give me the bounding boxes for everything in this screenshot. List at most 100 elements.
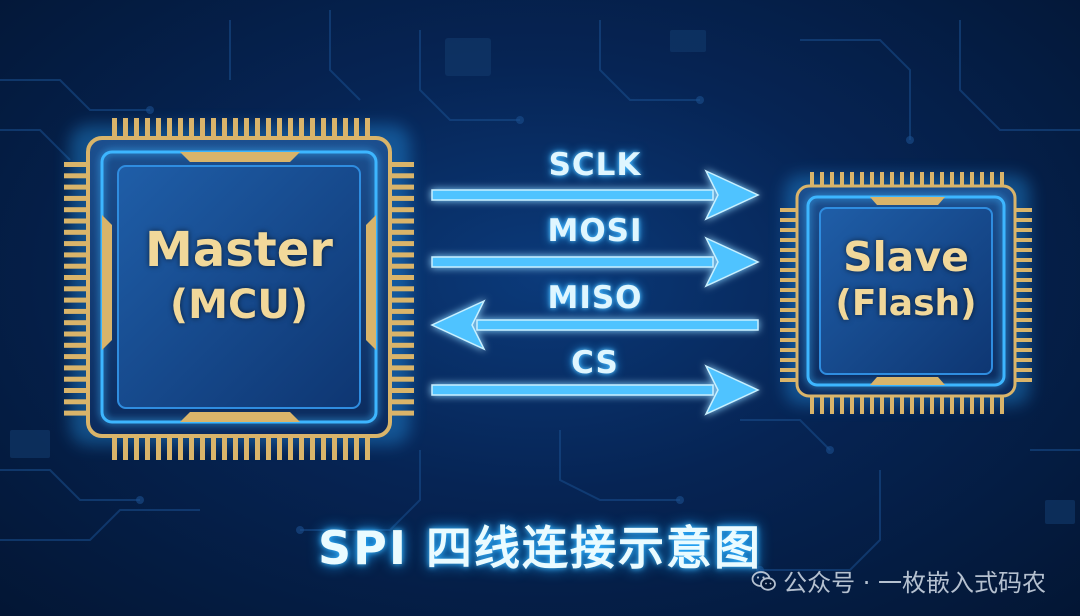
chip-pin (178, 434, 183, 460)
chip-pin (388, 399, 414, 405)
chip-pin (134, 434, 139, 460)
chip-pin (970, 172, 974, 188)
chip-pin (940, 394, 944, 414)
chip-pin (388, 342, 414, 348)
chip-pin (780, 338, 798, 342)
chip-pin (780, 238, 798, 242)
signal-arrow-cs (431, 364, 760, 416)
chip-pin (388, 229, 414, 235)
chip-pin (288, 434, 293, 460)
chip-pin (1000, 172, 1004, 188)
chip-pin (920, 172, 924, 188)
chip-pin (920, 394, 924, 414)
chip-pin (388, 331, 414, 337)
chip-pin (980, 172, 984, 188)
chip-pin (930, 172, 934, 188)
chip-pin (940, 172, 944, 188)
chip-pin (321, 118, 326, 140)
chip-pin (850, 172, 854, 188)
chip-pin (950, 394, 954, 414)
chip-pin (388, 410, 414, 416)
signal-arrows (430, 169, 760, 416)
chip-pin (64, 376, 90, 382)
chip-pin (780, 248, 798, 252)
chip-pin (64, 218, 90, 224)
signal-label-miso: MISO (547, 280, 643, 316)
chip-pin (211, 118, 216, 140)
slave-subtitle: (Flash) (835, 283, 977, 324)
chip-pin (365, 434, 370, 460)
chip-pin (900, 394, 904, 414)
chip-pin (1014, 248, 1032, 252)
chip-pin (950, 172, 954, 188)
chip-pin (64, 263, 90, 269)
chip-pin (178, 118, 183, 140)
chip-pin (1014, 348, 1032, 352)
chip-pin (167, 118, 172, 140)
chip-pin (112, 434, 117, 460)
chip-pin (64, 342, 90, 348)
circuit-nodes (10, 30, 1075, 574)
chip-pin (830, 172, 834, 188)
chip-pin (388, 241, 414, 247)
watermark: 公众号 · 一枚嵌入式码农 (751, 563, 1046, 598)
chip-pin (1014, 378, 1032, 382)
chip-pin (1014, 308, 1032, 312)
chip-pin (388, 252, 414, 258)
chip-pin (960, 172, 964, 188)
chip-pin (64, 410, 90, 416)
chip-pin (321, 434, 326, 460)
chip-pin (388, 162, 414, 167)
chip-pin (64, 173, 90, 179)
chip-pin (830, 394, 834, 414)
chip-pin (64, 252, 90, 258)
chip-pin (156, 434, 161, 460)
chip-pin (890, 394, 894, 414)
chip-pin (244, 118, 249, 140)
signal-arrow-miso (430, 299, 759, 351)
chip-pin (64, 365, 90, 371)
chip-pin (167, 434, 172, 460)
chip-pin (1014, 288, 1032, 292)
chip-pin (1014, 228, 1032, 232)
chip-pin (288, 118, 293, 140)
chip-pin (211, 434, 216, 460)
chip-pin (1014, 328, 1032, 332)
chip-pin (64, 308, 90, 314)
chip-pin (189, 118, 194, 140)
chip-pin (64, 297, 90, 303)
chip-pin (820, 172, 824, 188)
chip-pin (388, 320, 414, 326)
chip-pin (780, 348, 798, 352)
chip-pin (780, 378, 798, 382)
master-subtitle: (MCU) (169, 282, 309, 328)
chip-pin (890, 172, 894, 188)
slave-chip (780, 172, 1032, 414)
wechat-icon (751, 570, 777, 591)
chip-pin (388, 218, 414, 224)
signal-label-cs: CS (571, 345, 619, 381)
chip-pin (980, 394, 984, 414)
chip-pin (388, 195, 414, 201)
chip-pin (930, 394, 934, 414)
chip-pin (112, 118, 117, 140)
chip-pin (840, 172, 844, 188)
chip-pin (388, 263, 414, 269)
chip-pin (840, 394, 844, 414)
chip-pin (810, 394, 814, 414)
chip-pin (880, 394, 884, 414)
chip-pin (388, 184, 414, 190)
chip-pin (1014, 278, 1032, 282)
chip-pin (255, 118, 260, 140)
chip-pin (388, 207, 414, 213)
chip-pin (388, 376, 414, 382)
chip-pin (277, 434, 282, 460)
chip-pin (990, 394, 994, 414)
chip-pin (1014, 358, 1032, 362)
chip-pin (200, 118, 205, 140)
chip-pin (820, 394, 824, 414)
chip-pin (332, 118, 337, 140)
chip-pin (64, 207, 90, 213)
chip-pin (233, 118, 238, 140)
